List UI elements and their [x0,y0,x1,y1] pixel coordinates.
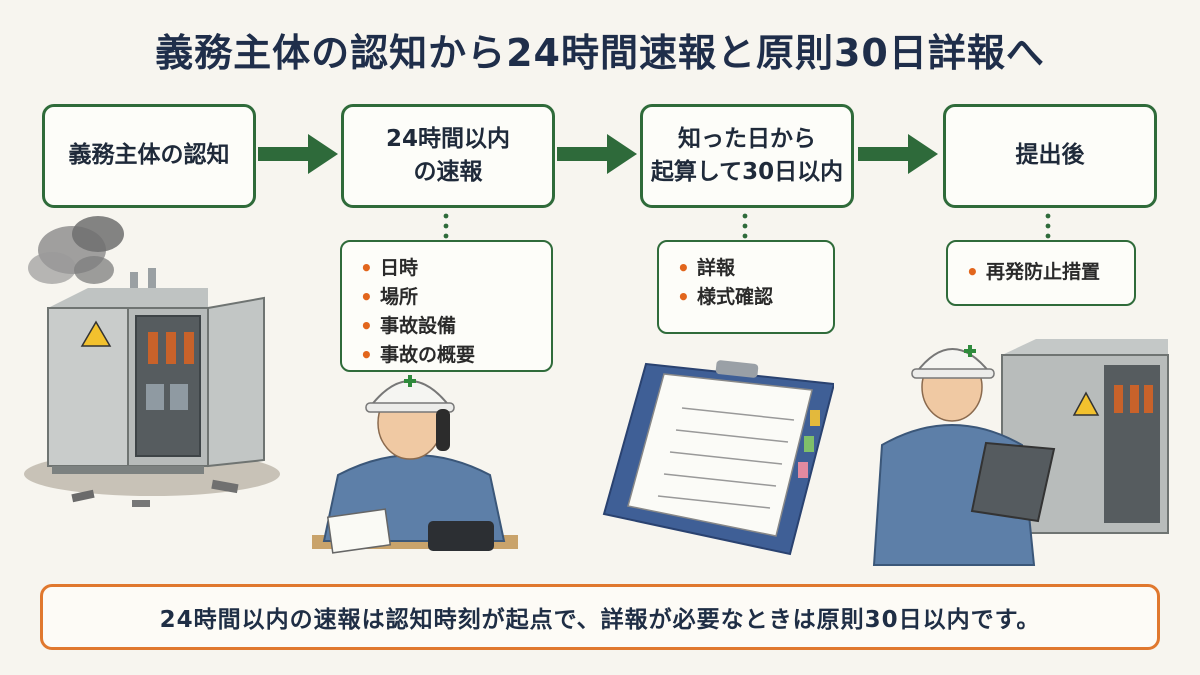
damaged-substation-illustration [24,216,280,507]
detail-item: 再発防止措置 [964,258,1120,287]
detail-item: 日時 [358,254,537,283]
detail-shouhou: 詳報 様式確認 [657,240,835,334]
step-ninchi: 義務主体の認知 [42,104,256,208]
detail-sokuhou: 日時 場所 事故設備 事故の概要 [340,240,553,372]
connector-dots [742,213,748,239]
arrow-right-icon [557,134,637,174]
footer-note: 24時間以内の速報は認知時刻が起点で、詳報が必要なときは原則30日以内です。 [40,584,1160,650]
detail-teishutsugo: 再発防止措置 [946,240,1136,306]
arrow-right-icon [858,134,938,174]
connector-dots [443,213,449,239]
step-30days: 知った日から 起算して30日以内 [640,104,854,208]
page-title: 義務主体の認知から24時間速報と原則30日詳報へ [155,31,1045,75]
connector-dots [1045,213,1051,239]
detail-item: 事故の概要 [358,341,537,370]
step-sokuhou: 24時間以内 の速報 [341,104,555,208]
detail-item: 詳報 [675,254,819,283]
detail-item: 場所 [358,283,537,312]
worker-inspection-illustration [872,339,1169,566]
detail-item: 様式確認 [675,283,819,312]
detail-item: 事故設備 [358,312,537,341]
worker-phone-illustration [312,375,518,554]
arrow-right-icon [258,134,338,174]
clipboard-binder-illustration [602,360,834,556]
step-teishutsugo: 提出後 [943,104,1157,208]
